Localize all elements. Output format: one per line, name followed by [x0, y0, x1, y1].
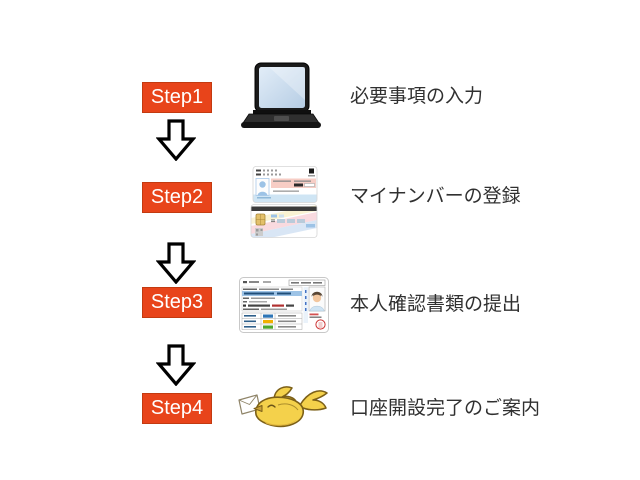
- step1-box: Step1: [142, 82, 212, 113]
- step4-description: 口座開設完了のご案内: [350, 398, 541, 419]
- mynumber-card-icon: [250, 166, 318, 238]
- step2-label: Step2: [150, 186, 204, 208]
- drivers-license-icon: [239, 277, 329, 333]
- step1-label: Step1: [150, 86, 204, 108]
- step3-description: 本人確認書類の提出: [350, 294, 522, 315]
- laptop-icon: [241, 62, 321, 128]
- step2-box: Step2: [142, 182, 212, 213]
- flow-arrow-down-icon: [156, 344, 196, 386]
- step4-box: Step4: [142, 393, 212, 424]
- flow-arrow-down-icon: [156, 242, 196, 284]
- flow-arrow-down-icon: [156, 119, 196, 161]
- step2-description: マイナンバーの登録: [350, 186, 521, 207]
- step4-label: Step4: [150, 397, 204, 419]
- mail-bird-icon: [238, 386, 328, 428]
- step1-description: 必要事項の入力: [350, 86, 484, 107]
- step3-label: Step3: [150, 291, 204, 313]
- step3-box: Step3: [142, 287, 212, 318]
